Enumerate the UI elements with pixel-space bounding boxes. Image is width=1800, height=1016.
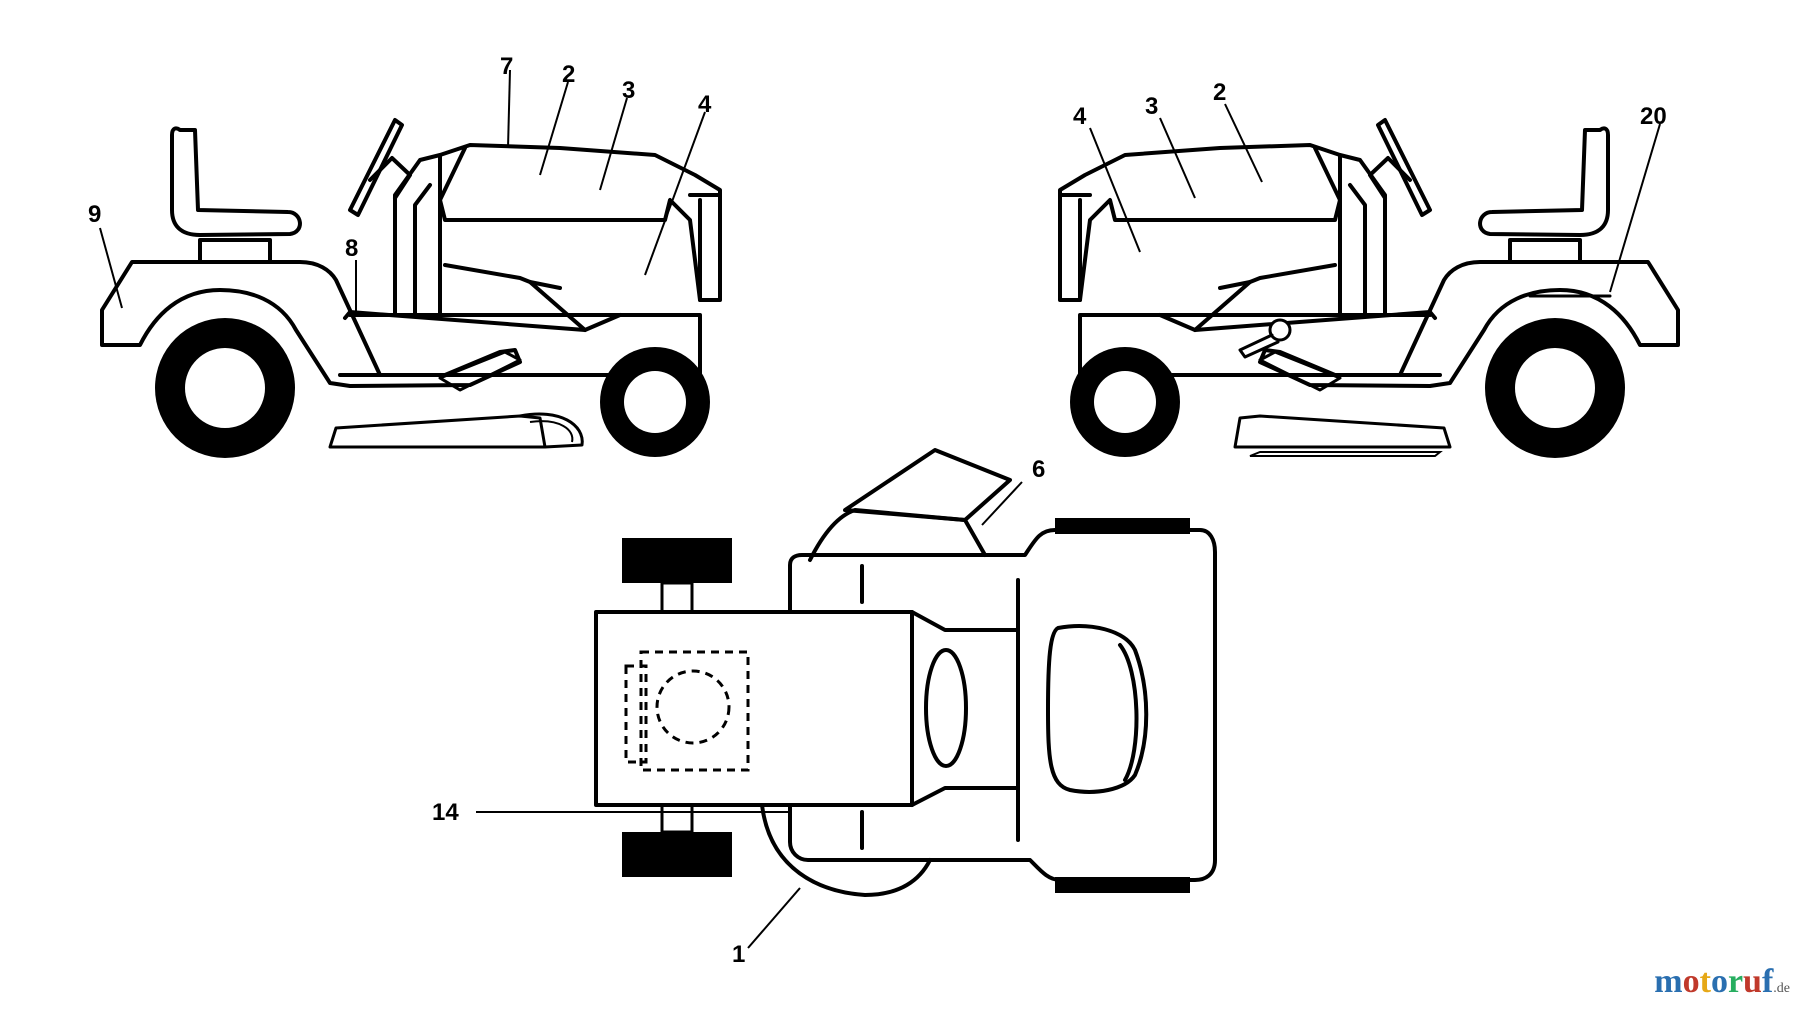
callout-8: 8 — [345, 235, 358, 262]
rear-right-wheel-top — [1055, 877, 1190, 893]
steering-wheel-top — [924, 648, 968, 768]
hood — [438, 143, 722, 302]
frame-lower-right — [1078, 313, 1442, 377]
leader-1 — [747, 887, 801, 949]
hood-side-line-right — [1313, 146, 1342, 317]
callout-6: 6 — [1032, 456, 1045, 483]
watermark-logo: motoruf.de — [1654, 963, 1790, 1001]
top-view: 6 14 1 — [432, 448, 1217, 968]
leader-4-right — [1089, 127, 1141, 253]
seat-base — [198, 238, 272, 264]
rear-fender-right — [1258, 260, 1680, 388]
seat-base-right — [1508, 238, 1582, 264]
rear-wheel-hub — [185, 348, 265, 428]
engine-side-dashed — [624, 664, 648, 764]
front-axle-top — [660, 581, 694, 615]
leader-3 — [599, 97, 628, 191]
hood-lower-line-2-right — [1193, 280, 1252, 332]
watermark-letter: r — [1727, 963, 1744, 1000]
seat-back-top — [1118, 643, 1139, 782]
leader-6 — [981, 481, 1023, 526]
deck-bottom-curve — [760, 803, 932, 897]
dash-tower-inner-right — [1348, 183, 1367, 317]
rear-wheel-hub-right — [1515, 348, 1595, 428]
watermark-letter: u — [1743, 963, 1762, 1000]
watermark-letter: t — [1699, 963, 1711, 1000]
front-wheel-hub-right — [1094, 371, 1156, 433]
leader-20 — [1609, 123, 1661, 293]
deck-chute-inner — [529, 420, 574, 443]
deck-chute — [518, 412, 584, 449]
callout-9: 9 — [88, 201, 101, 228]
watermark-letter: m — [1654, 963, 1683, 1000]
callout-20: 20 — [1640, 103, 1667, 130]
callout-7: 7 — [500, 53, 513, 80]
leader-4 — [644, 111, 706, 276]
seat-right — [1478, 126, 1610, 237]
hood-side-line — [438, 146, 467, 317]
watermark-letter: f — [1761, 963, 1774, 1000]
steering-wheel — [348, 118, 404, 217]
callout-4-right: 4 — [1073, 103, 1087, 130]
deck-lower-plate — [1249, 451, 1443, 457]
right-side-view: 4 3 2 20 — [1058, 79, 1680, 458]
leader-2 — [539, 81, 569, 176]
dash-tower-inner — [413, 183, 432, 317]
callout-2-right: 2 — [1213, 79, 1226, 106]
callout-4: 4 — [698, 91, 712, 118]
leader-2-right — [1224, 103, 1263, 183]
pedal — [438, 350, 522, 392]
hood-lower-line — [443, 263, 562, 290]
mower-deck — [328, 414, 547, 449]
leader-3-right — [1159, 117, 1196, 199]
dash-tower — [393, 153, 442, 317]
watermark-letter: o — [1682, 963, 1700, 1000]
left-side-view: 7 2 3 4 9 8 — [88, 53, 722, 458]
hood-right — [1058, 143, 1342, 302]
lift-lever-knob — [1268, 318, 1292, 342]
rear-fender — [100, 260, 522, 388]
steering-wheel-right — [1376, 118, 1432, 217]
rear-left-wheel-top — [1055, 518, 1190, 534]
callout-2: 2 — [562, 61, 575, 88]
lift-lever — [1238, 333, 1280, 359]
leader-9 — [99, 227, 123, 309]
air-filter-dashed — [655, 669, 731, 745]
frame-lower — [338, 313, 702, 377]
tractor-body-top — [788, 528, 1217, 882]
seat-top — [1046, 624, 1149, 794]
frame-step — [343, 310, 622, 332]
callout-3-right: 3 — [1145, 93, 1158, 120]
callout-3: 3 — [622, 77, 635, 104]
callout-1: 1 — [732, 941, 745, 968]
chute-base — [808, 508, 987, 562]
front-wheel-hub — [624, 371, 686, 433]
watermark-tld: .de — [1773, 981, 1790, 996]
front-right-wheel-top — [622, 832, 732, 877]
pedal-right — [1258, 350, 1342, 392]
seat — [170, 126, 302, 237]
watermark-letter: o — [1710, 963, 1728, 1000]
hood-lower-line-2 — [528, 280, 587, 332]
leader-7 — [507, 69, 511, 149]
front-left-wheel-top — [622, 538, 732, 583]
mower-deck-right — [1233, 414, 1452, 449]
hood-top — [594, 610, 914, 807]
callout-14: 14 — [432, 799, 459, 826]
frame-step-right — [1158, 310, 1437, 332]
hood-lower-line-right — [1218, 263, 1337, 290]
dash-tower-right — [1338, 153, 1387, 317]
